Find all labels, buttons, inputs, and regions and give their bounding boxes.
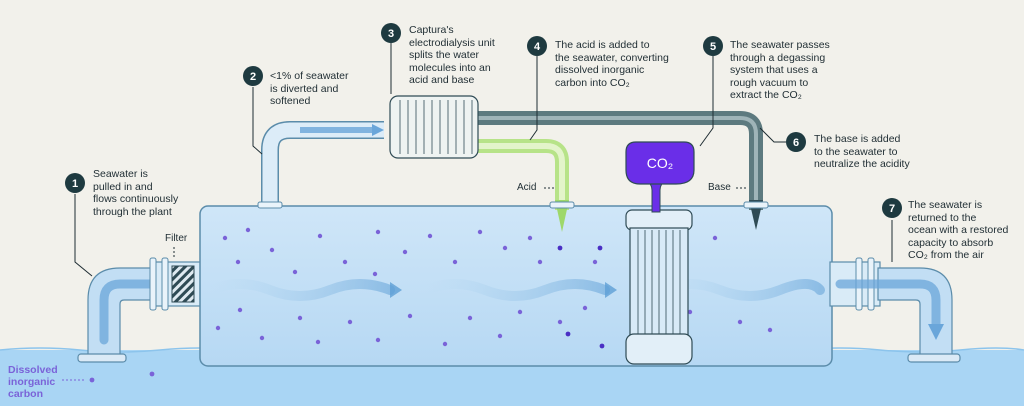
flow-wave-1 (205, 279, 395, 301)
step-7-text: The seawater is returned to the ocean wi… (908, 199, 1008, 262)
electrodialysis-ribs (399, 100, 473, 154)
degassing-column-ribs (637, 230, 681, 334)
base-pipe (478, 111, 763, 210)
svg-text:2: 2 (250, 71, 256, 83)
step-6-line: neutralize the acidity (814, 158, 910, 170)
outlet-flow-arrow (835, 279, 941, 331)
leader-lines (74, 42, 893, 277)
co2-tank-label: CO₂ (647, 155, 673, 171)
diversion-pipe (261, 121, 384, 208)
step-1-line: pulled in and (93, 180, 153, 193)
step-badge-2: 2 (243, 66, 263, 86)
step-7-line: ocean with a restored (908, 224, 1009, 236)
step-badge-3: 3 (381, 23, 401, 43)
step-2-text: <1% of seawater is diverted and softened (270, 70, 349, 108)
diversion-arrow-head (372, 124, 384, 136)
step-badge-7: 7 (882, 198, 902, 218)
leader-1 (74, 194, 93, 277)
degassing-column-cap-bottom (625, 333, 693, 365)
dic-legend-line: Dissolved (8, 364, 58, 376)
base-inlet-collar (743, 201, 769, 209)
dic-legend: Dissolved inorganic carbon (8, 364, 58, 400)
step-7-line: The seawater is (908, 199, 983, 211)
step-6-text: The base is added to the seawater to neu… (814, 133, 910, 171)
step-2-line: softened (270, 95, 311, 107)
step-3-text: Captura's electrodialysis unit splits th… (409, 24, 495, 87)
filter-element (171, 265, 195, 303)
svg-text:4: 4 (534, 41, 541, 53)
step-5-line: extract the CO₂ (730, 89, 802, 101)
filter-flange-mid (161, 257, 169, 311)
step-badge-5: 5 (703, 36, 723, 56)
flow-arrow-head-2 (605, 282, 617, 298)
flow-wave-2 (420, 279, 610, 301)
dic-legend-line: carbon (8, 388, 44, 400)
step-3-line: splits the water (409, 49, 480, 61)
svg-text:7: 7 (889, 203, 895, 215)
leader-4 (529, 56, 538, 141)
step-3-line: acid and base (409, 74, 475, 86)
intake-flow-arrow (99, 279, 155, 345)
step-4-line: the seawater, converting (555, 51, 669, 64)
outlet-arrow-head (928, 324, 944, 340)
leader-2 (252, 87, 263, 155)
outlet-pipe-foot (907, 353, 961, 363)
step-2-line: <1% of seawater (270, 70, 349, 82)
svg-text:1: 1 (72, 178, 78, 190)
step-5-line: rough vacuum to (730, 76, 809, 89)
step-7-line: returned to the (908, 211, 977, 224)
step-7-line: capacity to absorb (908, 236, 994, 249)
filter-flange-left (149, 257, 157, 311)
step-5-text: The seawater passes through a degassing … (730, 39, 830, 102)
base-label: Base (708, 182, 731, 193)
leader-6 (759, 127, 786, 143)
electrodialysis-unit (389, 95, 479, 159)
step-3-line: molecules into an (409, 61, 491, 74)
diversion-pipe-inner (262, 122, 384, 208)
step-1-line: through the plant (93, 205, 172, 218)
dic-dots-tank (215, 227, 773, 349)
filter-label: Filter (165, 233, 188, 244)
step-1-line: flows continuously (93, 193, 179, 205)
step-6-line: to the seawater to (814, 145, 898, 158)
step-badge-6: 6 (786, 132, 806, 152)
step-5-line: The seawater passes (730, 39, 830, 51)
acid-label: Acid (517, 182, 537, 193)
acid-pipe (478, 139, 569, 210)
tank-flow-arrows (205, 279, 825, 301)
step-5-line: system that uses a (730, 64, 818, 76)
dic-dots-ocean (89, 371, 155, 383)
leader-5 (699, 56, 714, 147)
main-tank (199, 205, 833, 367)
acid-inlet-collar (549, 201, 575, 209)
dic-legend-line: inorganic (8, 376, 56, 388)
flow-wave-3 (655, 279, 825, 301)
step-3-line: Captura's (409, 24, 454, 36)
step-3-line: electrodialysis unit (409, 36, 495, 49)
step-6-line: The base is added (814, 133, 901, 145)
step-1-line: Seawater is (93, 168, 148, 180)
svg-text:3: 3 (388, 28, 394, 40)
flow-arrow-head-1 (390, 282, 402, 298)
step-4-text: The acid is added to the seawater, conve… (555, 39, 669, 89)
intake-pipe-foot (77, 353, 127, 363)
step-2-line: is diverted and (270, 82, 339, 95)
diversion-pipe-collar (257, 201, 283, 209)
step-badge-1: 1 (65, 173, 85, 193)
step-badge-4: 4 (527, 36, 547, 56)
svg-text:5: 5 (710, 41, 716, 53)
step-1-text: Seawater is pulled in and flows continuo… (93, 168, 178, 218)
degassing-column-cap-top (625, 209, 693, 231)
base-pipe-core (478, 116, 758, 210)
step-4-line: The acid is added to (555, 39, 650, 51)
step-4-line: dissolved inorganic (555, 64, 645, 76)
step-4-line: carbon into CO₂ (555, 76, 630, 89)
acid-pipe-core (478, 143, 565, 210)
step-7-line: CO₂ from the air (908, 249, 984, 261)
step-5-line: through a degassing (730, 51, 826, 64)
co2-tank (625, 141, 695, 185)
svg-text:6: 6 (793, 137, 799, 149)
